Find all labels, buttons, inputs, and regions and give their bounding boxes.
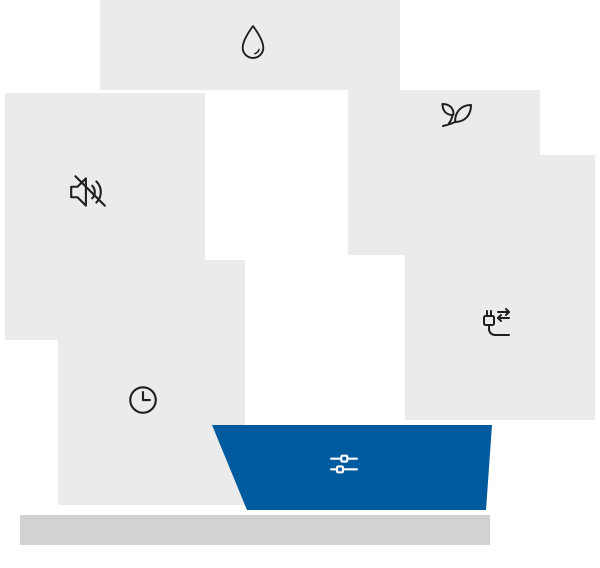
plug-sync-icon: [478, 305, 514, 339]
clock-icon: [126, 383, 160, 417]
bottom-bar: [20, 515, 490, 545]
tile-water: [100, 0, 400, 90]
speaker-mute-icon: [67, 174, 109, 210]
leaf-icon: [438, 96, 474, 128]
tile-clock: [58, 260, 245, 505]
sliders-icon: [329, 451, 359, 477]
droplet-icon: [238, 22, 268, 62]
accent-trapezoid: [212, 425, 492, 510]
tile-charging: [405, 155, 595, 420]
